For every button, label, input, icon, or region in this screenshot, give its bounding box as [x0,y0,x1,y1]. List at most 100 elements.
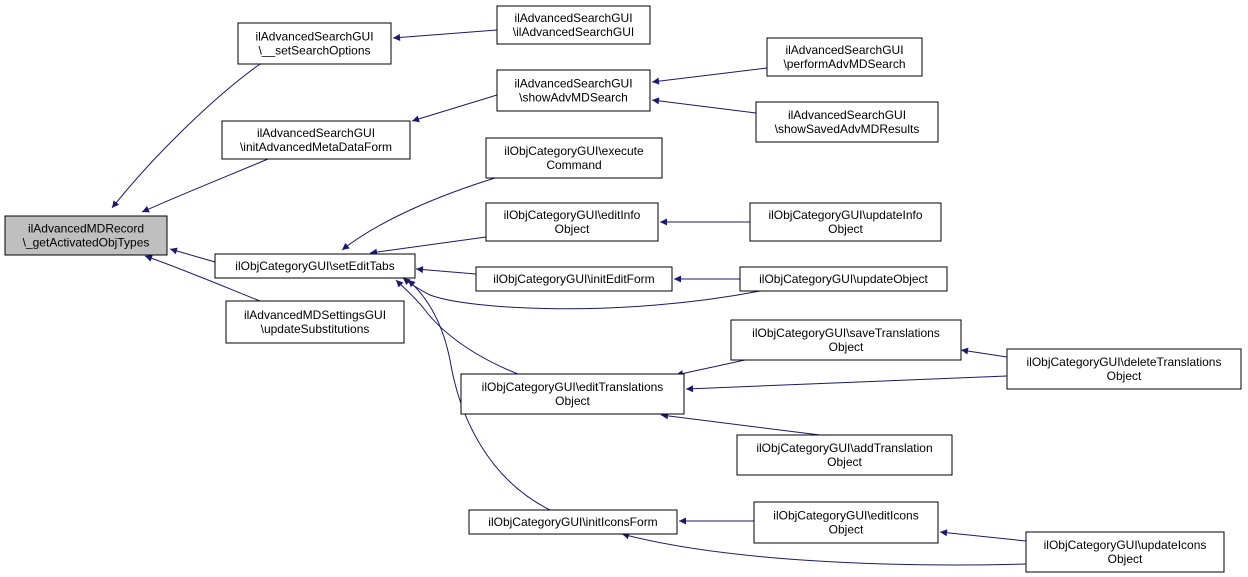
edge-arrow [144,254,261,302]
edge-updateIconsObject-to-editIconsObject [939,529,1027,542]
node-label-line: ilAdvancedMDRecord [28,222,144,236]
edge-setSearchOptions-to-root [111,63,261,209]
node-label-line: ilAdvancedSearchGUI [785,43,903,57]
edge-setEditTabs-to-root [169,247,216,263]
edge-executeCommand-to-setEditTabs [341,177,496,251]
node-box [739,266,948,292]
node-label-line: \ilAdvancedSearchGUI [513,25,634,39]
edge-showAdvMDSearch-to-initAdvMetaDataForm [411,94,498,123]
edges [111,29,1027,566]
node-box [485,202,659,242]
edge-arrow [341,177,496,251]
edge-arrow [392,29,498,41]
node-label-line: Object [828,222,863,236]
edge-addTranslationObject-to-editTranslationsObject [660,412,821,436]
node-label-line: ilAdvancedSearchGUI [257,126,375,140]
node-box [766,37,923,77]
edge-arrow [369,236,487,256]
node-label-line: Object [827,455,862,469]
node-setSearchOptions[interactable]: ilAdvancedSearchGUI\__setSearchOptions [237,22,392,65]
node-label-line: ilObjCategoryGUI\initEditForm [493,272,654,286]
edge-arrow [960,347,1008,358]
node-box [753,501,939,544]
edge-deleteTranslationsObject-to-editTranslationsObject [685,375,1008,393]
edge-arrow [169,247,216,263]
edge-arrow [939,529,1027,542]
edge-advSearchCtor-to-setSearchOptions [392,29,498,41]
node-label-line: ilObjCategoryGUI\editIcons [773,509,918,523]
node-box [1025,531,1225,573]
node-label-line: Object [829,340,864,354]
node-box [485,137,663,179]
node-box [4,215,168,256]
node-label-line: ilAdvancedSearchGUI [255,30,373,44]
node-box [237,22,392,65]
node-box [460,373,685,415]
node-performAdvMDSearch[interactable]: ilAdvancedSearchGUI\performAdvMDSearch [766,37,923,77]
node-label-line: ilAdvancedSearchGUI [788,108,906,122]
edge-arrow [395,279,519,375]
node-label-line: Object [829,523,864,537]
node-root[interactable]: ilAdvancedMDRecord\_getActivatedObjTypes [4,215,168,256]
edge-arrow [660,412,821,436]
edge-updateSubstitutions-to-root [144,254,261,302]
node-label-line: ilAdvancedSearchGUI [514,77,632,91]
edge-showSavedAdvMDResults-to-showAdvMDSearch [651,97,757,114]
edge-performAdvMDSearch-to-showAdvMDSearch [651,67,768,85]
edge-arrow [141,158,269,213]
edge-arrow [651,67,768,85]
node-label-line: Command [546,158,601,172]
edge-initIconsForm-to-setEditTabs [407,279,551,511]
node-initIconsForm[interactable]: ilObjCategoryGUI\initIconsForm [468,509,678,535]
edge-updateObject-to-setEditTabs [402,277,761,310]
edge-arrow [407,279,551,511]
node-label-line: \performAdvMDSearch [783,57,905,71]
edge-updateIconsObject-to-initIconsForm [621,532,1027,566]
edge-arrow [402,277,761,310]
node-label-line: \__setSearchOptions [258,44,370,58]
node-label-line: ilObjCategoryGUI\editInfo [504,208,641,222]
node-box [730,319,962,361]
node-box [749,202,942,242]
node-initAdvMetaDataForm[interactable]: ilAdvancedSearchGUI\initAdvancedMetaData… [221,120,411,160]
node-box [496,69,651,112]
edge-editTranslationsObject-to-setEditTabs [395,279,519,375]
node-label-line: ilObjCategoryGUI\editTranslations [482,380,664,394]
edge-arrow [621,532,1027,566]
node-box [214,253,416,279]
node-showAdvMDSearch[interactable]: ilAdvancedSearchGUI\showAdvMDSearch [496,69,651,112]
node-box [736,434,953,476]
node-advSearchCtor[interactable]: ilAdvancedSearchGUI\ilAdvancedSearchGUI [496,5,651,45]
node-updateSubstitutions[interactable]: ilAdvancedMDSettingsGUI\updateSubstituti… [225,300,405,344]
node-showSavedAdvMDResults[interactable]: ilAdvancedSearchGUI\showSavedAdvMDResult… [755,101,939,143]
edge-arrow [111,63,261,209]
edge-arrow [651,97,757,114]
edge-arrow [415,266,477,275]
node-label-line: ilObjCategoryGUI\initIconsForm [488,515,657,529]
node-deleteTranslationsObject[interactable]: ilObjCategoryGUI\deleteTranslationsObjec… [1006,348,1242,390]
node-box [496,5,651,45]
edge-saveTranslationsObject-to-editTranslationsObject [675,359,746,377]
node-initEditForm[interactable]: ilObjCategoryGUI\initEditForm [475,266,673,292]
node-box [755,101,939,143]
node-box [468,509,678,535]
node-box [1006,348,1242,390]
node-setEditTabs[interactable]: ilObjCategoryGUI\setEditTabs [214,253,416,279]
node-label-line: ilAdvancedSearchGUI [514,11,632,25]
node-label-line: ilObjCategoryGUI\saveTranslations [752,326,940,340]
node-box [225,300,405,344]
node-label-line: ilAdvancedMDSettingsGUI [244,308,386,322]
node-label-line: ilObjCategoryGUI\updateInfo [768,208,922,222]
node-updateObject[interactable]: ilObjCategoryGUI\updateObject [739,266,948,292]
edge-arrow [411,94,498,123]
edge-arrow [685,375,1008,393]
node-label-line: \updateSubstitutions [261,322,370,336]
